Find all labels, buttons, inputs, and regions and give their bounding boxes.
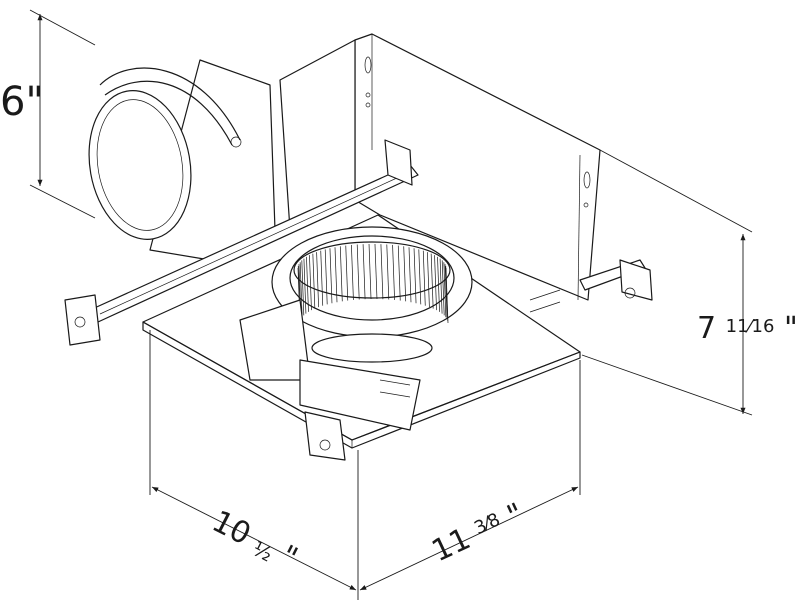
blower-vane: [316, 252, 319, 308]
blower-vane: [434, 255, 437, 311]
blower-vane: [303, 258, 307, 314]
blower-vane: [324, 249, 328, 305]
blower-vane: [403, 246, 407, 302]
blower-vane: [345, 245, 349, 301]
blower-vane: [374, 244, 378, 300]
blower-vane: [309, 255, 312, 311]
blower-vane: [301, 260, 305, 316]
blower-vane: [408, 247, 412, 303]
blower-vane: [368, 244, 372, 300]
dimension-label-7-11-16in: 7 11⁄16 ": [697, 305, 798, 346]
blower-vane: [443, 262, 447, 318]
blower-vane: [329, 248, 333, 304]
duct-collar: [88, 59, 276, 261]
blower-vane: [339, 246, 343, 302]
blower-vane: [392, 244, 395, 300]
blower-vane: [413, 248, 417, 304]
blower-vane: [430, 253, 434, 309]
fan-housing: [279, 33, 601, 301]
blower-vane: [444, 264, 448, 320]
dimension-label-6in: 6": [0, 79, 44, 125]
blower-vane: [386, 244, 390, 300]
hanger-bar-right: [304, 259, 653, 461]
blower-vane: [320, 250, 324, 306]
blower-vane: [351, 244, 354, 300]
blower-vane: [418, 249, 422, 305]
blower-vane: [437, 256, 440, 312]
blower-vane: [362, 244, 366, 300]
dimension-label-11-3-8in: 11 3⁄8 ": [423, 489, 529, 569]
blower-vane: [427, 252, 430, 308]
blower-vane: [439, 258, 443, 314]
blower-vane: [356, 244, 360, 300]
blower-vane: [441, 260, 445, 316]
blower-wheel: [271, 226, 473, 363]
blower-vane: [397, 245, 401, 301]
blower-vane: [445, 267, 449, 324]
dimension-total-height: 7 11⁄16 ": [581, 149, 798, 416]
dimension-label-10-1-2in: 10 ½ ": [205, 504, 303, 580]
blower-vane: [422, 250, 426, 306]
blower-vane: [306, 256, 309, 312]
blower-vane: [334, 247, 338, 303]
blower-vane: [299, 262, 303, 318]
hanger-bar-left: [64, 139, 419, 346]
blower-vane: [380, 244, 384, 300]
motor-assembly: [239, 289, 561, 431]
blower-vane: [312, 253, 316, 309]
dimension-duct-height: 6": [0, 9, 96, 219]
